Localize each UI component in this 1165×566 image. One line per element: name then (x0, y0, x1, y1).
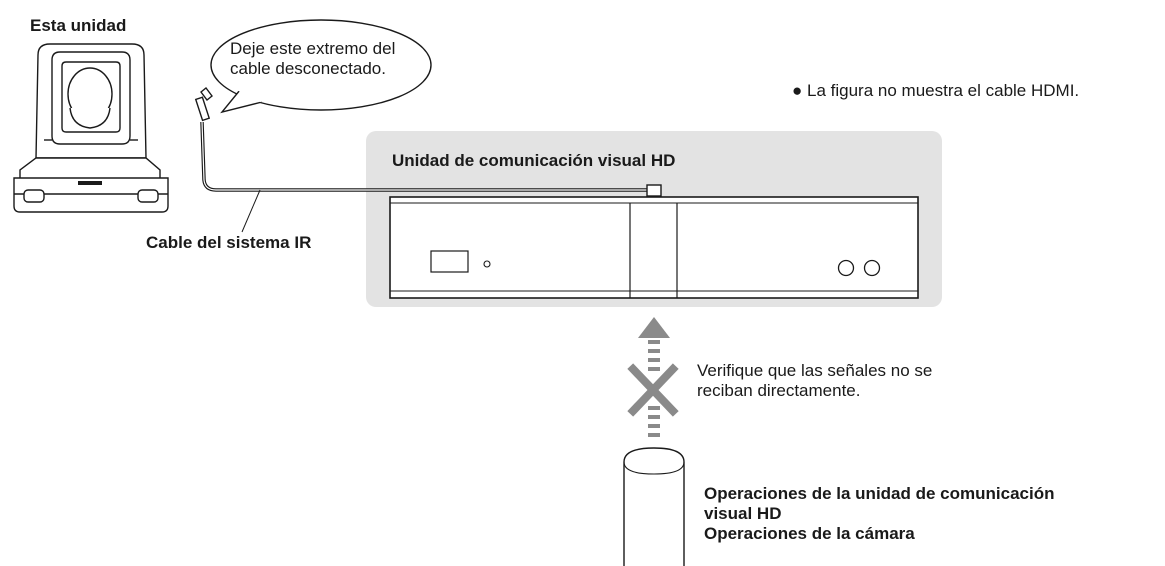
note-text: La figura no muestra el cable HDMI. (807, 81, 1080, 100)
remote-control-icon (623, 447, 685, 566)
note: ● La figura no muestra el cable HDMI. (792, 81, 1079, 101)
device-title: Unidad de comunicación visual HD (392, 151, 676, 170)
ptz-camera-icon (13, 43, 169, 213)
remote-line-1: Operaciones de la unidad de comunicación (704, 484, 1055, 503)
callout-line-1: Deje este extremo del (230, 39, 396, 58)
remote-line-3: Operaciones de la cámara (704, 524, 915, 544)
blocked-x-icon (627, 363, 679, 417)
speech-bubble-icon (210, 19, 432, 114)
remote-line-2: visual HD (704, 504, 782, 524)
callout-line-2: cable desconectado. (230, 59, 386, 79)
verify-line-2: reciban directamente. (697, 381, 861, 401)
callout-text: Deje este extremo del cable desconectado… (230, 39, 395, 79)
communication-unit-icon (389, 196, 919, 299)
bullet-icon: ● (792, 81, 803, 100)
ir-cable-plug-icon (194, 87, 662, 233)
remote-operations-text: Operaciones de la unidad de comunicación… (704, 484, 1054, 544)
camera-title: Esta unidad (30, 16, 127, 35)
verify-line-1: Verifique que las señales no se (697, 361, 933, 380)
cable-label: Cable del sistema IR (146, 233, 312, 252)
signal-arrow-icon (638, 317, 670, 437)
verify-text: Verifique que las señales no se reciban … (697, 361, 932, 401)
